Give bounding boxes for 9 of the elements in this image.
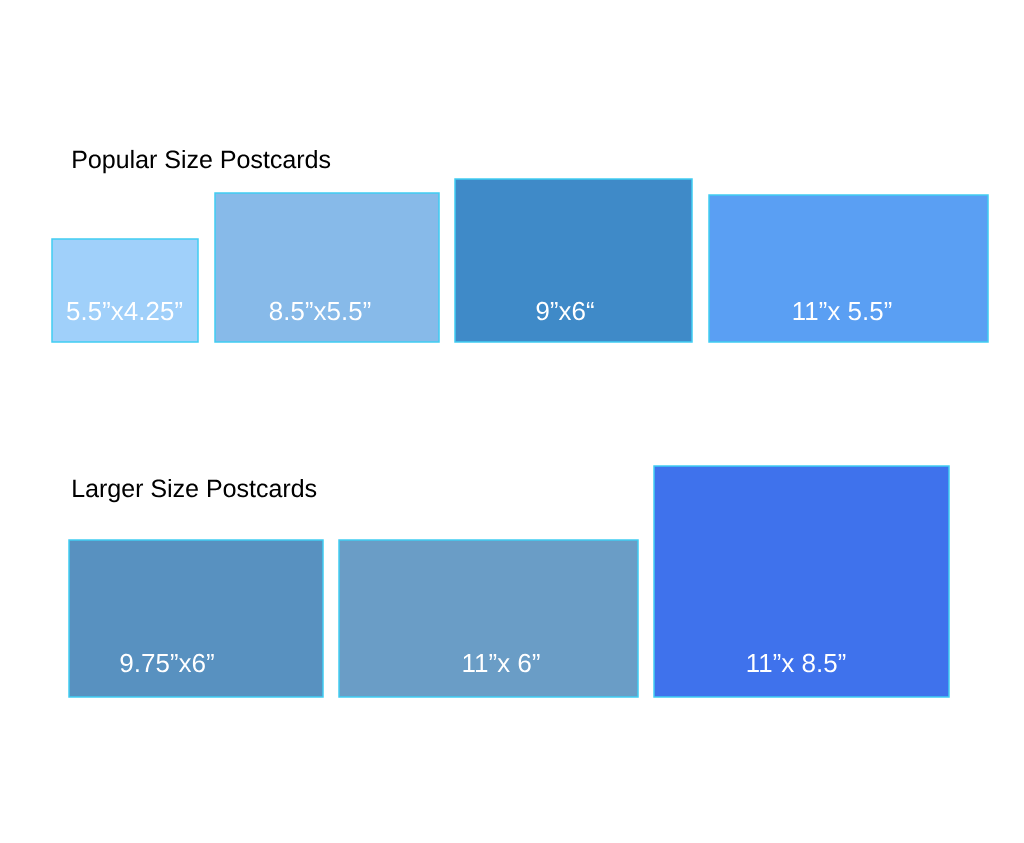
section-heading: Popular Size Postcards xyxy=(73,149,331,174)
postcard-box: 11”x 5.5” xyxy=(708,194,989,343)
section-heading: Larger Size Postcards xyxy=(73,478,317,503)
postcard-box: 5.5”x4.25” xyxy=(51,238,199,343)
postcard-box: 9”x6“ xyxy=(454,178,693,343)
postcard-box: 8.5”x5.5” xyxy=(214,192,440,343)
postcard-box: 11”x 6” xyxy=(338,539,639,698)
postcard-box: 11”x 8.5” xyxy=(653,465,950,698)
postcard-box: 9.75”x6” xyxy=(68,539,324,698)
